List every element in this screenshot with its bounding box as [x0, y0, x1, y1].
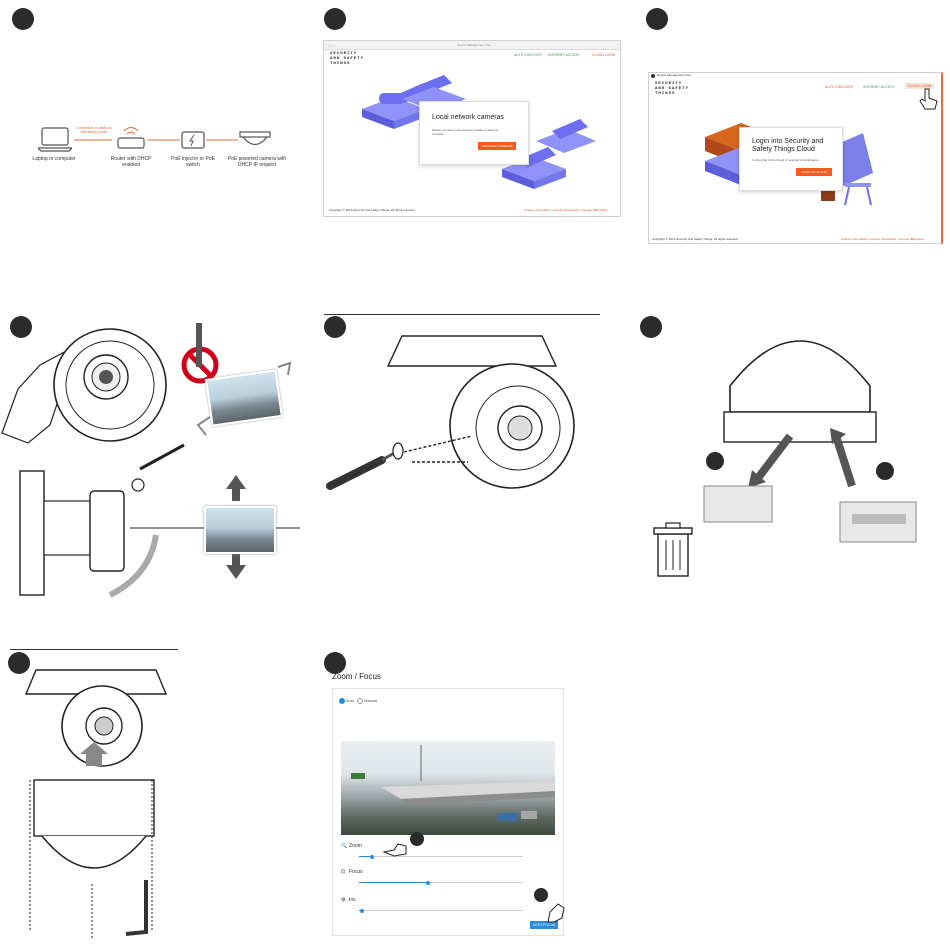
auto-focus-button[interactable]: AUTO FOCUS [530, 921, 558, 929]
network-diagram: Connection to cable as well as the route… [20, 110, 290, 190]
network-diagram-lines [74, 139, 238, 141]
device-label-laptop: Laptop or computer [32, 156, 76, 162]
zoom-focus-panel: Auto Manual 🔍 Zoom ⊡ Focus ⚙ Iris [332, 688, 564, 936]
cable-note: Connection to cable as well as the route… [76, 126, 112, 134]
hand-pointer-icon [547, 903, 565, 923]
nav-internet-access[interactable]: INTERNET ACCESS [863, 85, 895, 89]
focus-row: ⊡ Focus [339, 869, 557, 887]
local-cameras-card: Local network cameras Please connect to … [419, 101, 529, 165]
focus-slider-fill [359, 882, 428, 883]
focus-slider-handle[interactable] [425, 880, 430, 885]
zoom-slider-handle[interactable] [370, 854, 375, 859]
focus-icon: ⊡ [341, 869, 346, 875]
cloud-login-card: Login into Security and Safety Things Cl… [739, 127, 843, 191]
sub-step-circle-zoom [410, 832, 424, 846]
mode-manual-label: Manual [364, 698, 378, 704]
nav-cloud-login[interactable]: CLOUD LOGIN [592, 53, 616, 57]
mode-option-manual[interactable]: Manual [357, 698, 377, 704]
nav-auto-discover[interactable]: AUTO DISCOVER [825, 85, 854, 89]
screenshot-cloud-login: Device Management Tool SECURITY AND SAFE… [648, 72, 943, 244]
footer-copyright: Copyright © 2019 Security And Safety Thi… [329, 208, 416, 212]
dome-adjust-illustration [1, 323, 300, 598]
focus-label: Focus [349, 869, 363, 875]
footer-links[interactable]: License Information | License (Download)… [841, 237, 925, 241]
sub-step-circle-b [876, 462, 894, 480]
divider-line [10, 649, 178, 650]
window-dots-icon: ● ● ● [328, 43, 336, 48]
iris-slider[interactable] [359, 908, 523, 913]
window-title: Device Management Tool [457, 43, 491, 47]
step-circle-3 [646, 8, 668, 30]
desiccant-illustration [703, 340, 917, 543]
sub-step-circle-focus [534, 888, 548, 902]
focus-slider[interactable] [359, 880, 523, 885]
camera-live-view [341, 741, 555, 835]
step-circle-6 [640, 316, 662, 338]
lens-screw-illustration [326, 335, 575, 490]
card-text: Please connect to the camera network to … [432, 128, 499, 136]
camera-view-photo [205, 369, 283, 427]
zoom-slider-fill [359, 856, 373, 857]
window-title: Device Management Tool [657, 73, 691, 77]
iris-row: ⚙ Iris [339, 897, 557, 915]
poe-injector-icon [181, 131, 205, 149]
trash-can-icon [653, 522, 693, 577]
card-text: Connecting to the Cloud is required to i… [752, 158, 820, 162]
brand-logo: SECURITY AND SAFETY THINGS [655, 82, 690, 96]
laptop-icon [38, 127, 72, 152]
step-circle-8 [324, 652, 346, 674]
zoom-slider[interactable] [359, 854, 523, 859]
iris-slider-handle[interactable] [360, 908, 365, 913]
step-circle-7 [8, 652, 30, 674]
dome-cover-illustration [24, 669, 168, 940]
window-titlebar: Device Management Tool [649, 73, 941, 79]
nav-auto-discover[interactable]: AUTO DISCOVER [514, 53, 543, 57]
login-to-cloud-button[interactable]: LOGIN TO CLOUD [796, 168, 832, 176]
hand-pointer-icon [382, 843, 407, 857]
hand-pointer-icon [919, 88, 938, 110]
mode-auto-label: Auto [345, 698, 355, 704]
device-label-router: Router with DHCP enabled [110, 156, 152, 168]
zoom-row: 🔍 Zoom [339, 843, 557, 861]
camera-view-photo-level [204, 506, 276, 554]
nav-cloud-login[interactable]: CLOUD LOGIN [905, 83, 935, 89]
step-circle-4 [10, 316, 32, 338]
step-circle-2 [324, 8, 346, 30]
card-title: Local network cameras [432, 114, 504, 121]
step-circle-5 [324, 316, 346, 338]
divider-line [324, 314, 600, 315]
radio-unselected-icon[interactable] [357, 698, 363, 704]
device-label-camera: PoE powered camera with DHCP IP request [227, 156, 287, 168]
router-icon [117, 127, 145, 149]
card-title: Login into Security and Safety Things Cl… [752, 138, 824, 153]
nav-internet-access[interactable]: INTERNET ACCESS [548, 53, 580, 57]
radio-selected-icon[interactable] [339, 698, 345, 704]
magnifier-icon: 🔍 [341, 843, 348, 849]
screenshot-local-cameras: Device Management Tool ● ● ● SECURITY AN… [323, 40, 621, 217]
step-circle-1 [12, 8, 34, 30]
app-logo-icon [651, 74, 655, 78]
iris-label: Iris [349, 897, 356, 903]
discover-cameras-button[interactable]: DISCOVER CAMERAS [478, 142, 516, 150]
footer-copyright: Copyright © 2019 Security And Safety Thi… [652, 237, 739, 241]
toll-plaza-scene [351, 745, 555, 821]
zoom-label: Zoom [349, 843, 362, 849]
window-titlebar: Device Management Tool ● ● ● [324, 41, 620, 50]
footer-links[interactable]: License Information | License (Download)… [524, 208, 608, 212]
brand-logo: SECURITY AND SAFETY THINGS [330, 52, 365, 66]
device-label-poe: PoE Injector or PoE switch [171, 156, 215, 168]
sub-step-circle-a [706, 452, 724, 470]
mode-option-auto[interactable]: Auto [339, 698, 354, 704]
zoom-focus-title: Zoom / Focus [332, 672, 381, 681]
iris-icon: ⚙ [341, 897, 346, 903]
dome-camera-icon [239, 131, 271, 146]
